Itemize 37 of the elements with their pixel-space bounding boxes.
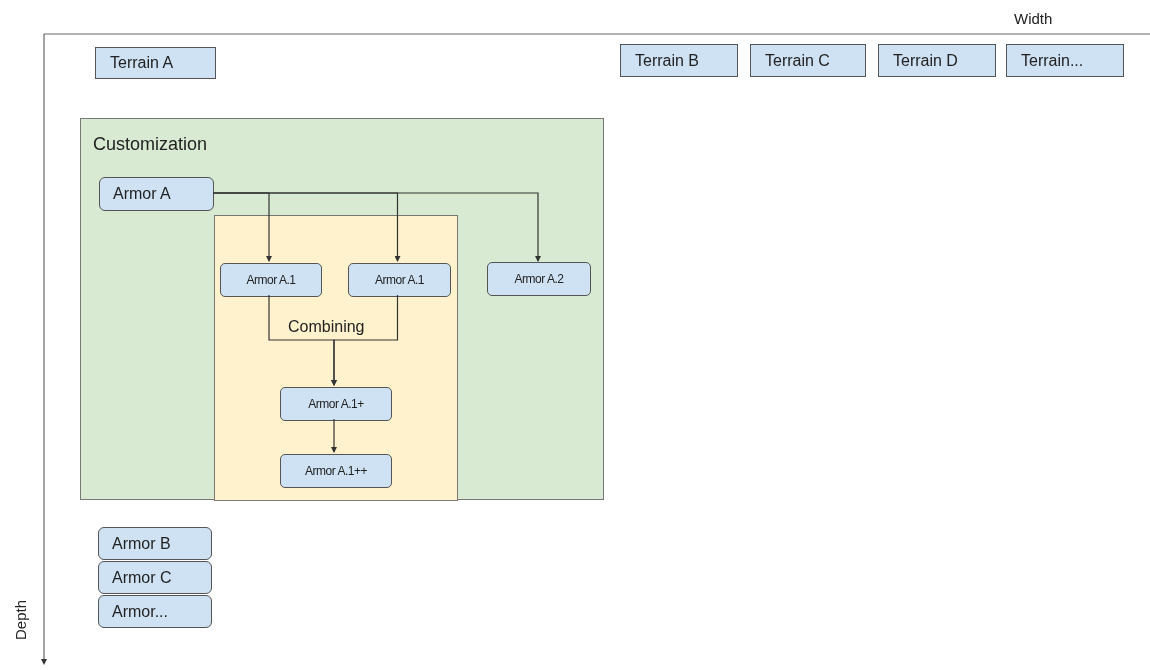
node-label: Armor A.1 [375,272,424,288]
node-label: Customization [93,134,208,154]
process-box [750,44,866,77]
node-label: Terrain D [893,50,958,71]
node-label: Armor C [112,567,172,588]
process-box [1006,44,1124,77]
process-box [220,263,322,297]
node-label: Terrain... [1021,50,1084,71]
process-box [98,595,212,628]
node-label: Terrain B [635,50,700,71]
process-box [280,454,392,488]
arrow [331,294,399,386]
arrow [331,418,337,453]
node-label: Armor A [113,184,171,204]
process-box [348,263,451,297]
node-label: Terrain A [110,53,174,73]
group-panel [80,118,604,500]
node-label: Armor B [112,533,171,554]
process-box [98,561,212,594]
node-label: Armor A.1++ [305,463,367,479]
arrow [212,192,541,262]
node-label: Armor A.1+ [308,396,364,412]
process-box [487,262,591,296]
node-label: Armor... [112,601,168,622]
axis-label: Width [1014,9,1053,29]
node-label: Armor A.2 [514,271,564,287]
node-label: Armor A.1 [246,272,296,288]
process-box [280,387,392,421]
group-panel [214,215,458,501]
process-box [878,44,996,77]
axis-label: Depth [12,599,30,640]
process-box [99,177,214,211]
process-box [98,527,212,560]
edge-label: Combining [287,317,366,337]
process-box [620,44,738,77]
node-label: Terrain C [765,50,830,71]
process-box [95,47,216,79]
